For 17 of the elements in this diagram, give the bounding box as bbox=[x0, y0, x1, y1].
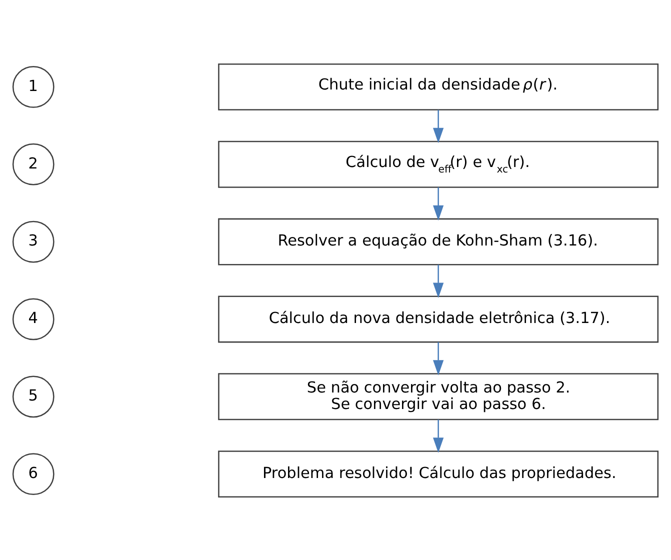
node-box: Cálculo da nova densidade eletrônica (3.17). bbox=[218, 295, 659, 342]
arrow bbox=[432, 419, 444, 452]
node-circle: 3 bbox=[12, 220, 54, 262]
node-circle: 1 bbox=[12, 65, 54, 108]
node-circle: 2 bbox=[12, 142, 54, 185]
node-circle: 6 bbox=[12, 452, 54, 495]
node-box: Resolver a equação de Kohn-Sham (3.16). bbox=[218, 218, 659, 265]
node-box: Chute inicial da densidade ρ(r). bbox=[218, 62, 659, 110]
arrow bbox=[432, 264, 444, 298]
arrow bbox=[432, 186, 444, 220]
node-circle: 4 bbox=[12, 298, 54, 340]
arrow bbox=[432, 342, 444, 375]
node-box: Cálculo de v$_{eff}$(r) e v$_{xc}$(r). bbox=[218, 140, 659, 188]
node-circle: 5 bbox=[12, 375, 54, 418]
node-box: Se não convergir volta ao passo 2. Se convergir vai ao passo 6. bbox=[218, 372, 659, 420]
arrow bbox=[432, 109, 444, 143]
node-box: Problema resolvido! Cálculo das propriedades. bbox=[218, 450, 659, 498]
